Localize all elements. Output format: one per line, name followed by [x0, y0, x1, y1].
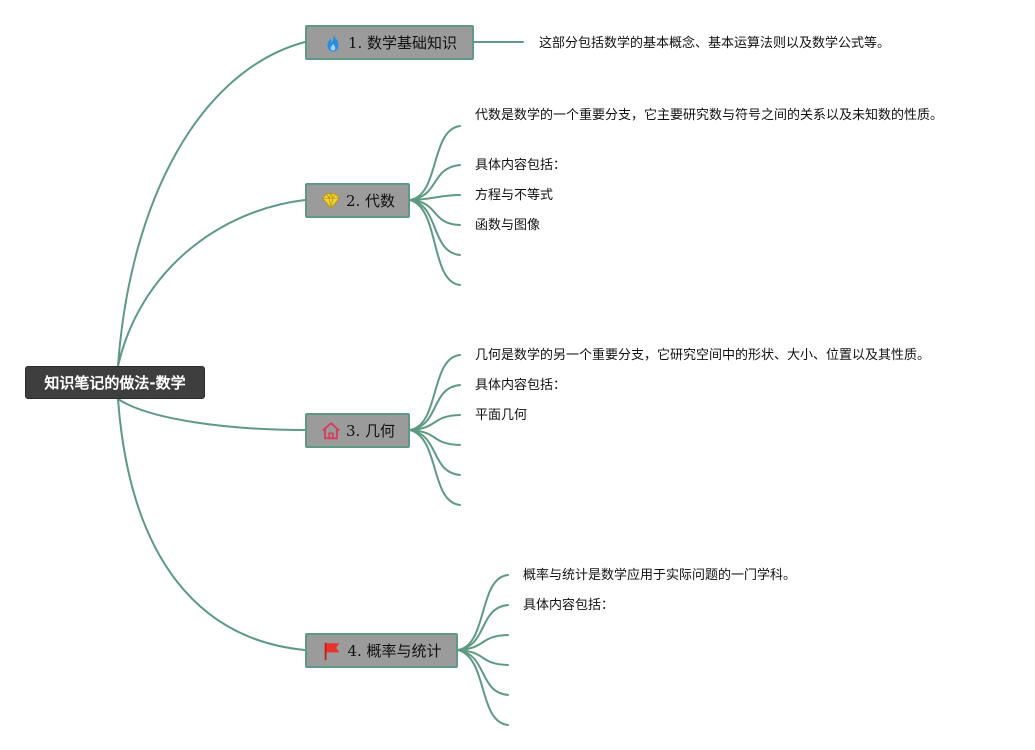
connector-root-topic-3	[117, 398, 306, 431]
note-algebra-content-intro[interactable]: 具体内容包括：	[475, 158, 567, 173]
topic-algebra[interactable]: 2. 代数	[305, 183, 410, 218]
note-algebra-equations[interactable]: 方程与不等式	[475, 188, 554, 203]
connector-topic-4-branch	[457, 649, 509, 726]
connector-topic-3-branch	[409, 414, 461, 431]
connector-topic-3-branch	[409, 429, 461, 506]
house-icon	[320, 420, 342, 442]
connector-topic-4-branch	[457, 634, 509, 651]
note-basics-description[interactable]: 这部分包括数学的基本概念、基本运算法则以及数学公式等。	[539, 36, 891, 51]
connector-root-topic-2	[117, 199, 306, 367]
diamond-icon	[320, 190, 342, 212]
note-geometry-description[interactable]: 几何是数学的另一个重要分支，它研究空间中的形状、大小、位置以及其性质。	[475, 348, 931, 363]
connector-topic-4-branch	[457, 649, 509, 666]
connector-topic-2-branch	[409, 199, 461, 256]
connector-topic-3-branch	[409, 384, 461, 431]
topic-geometry-label: 3. 几何	[345, 422, 396, 440]
root-topic[interactable]: 知识笔记的做法-数学	[25, 366, 205, 399]
note-algebra-functions[interactable]: 函数与图像	[475, 218, 541, 233]
connector-topic-4-branch	[457, 574, 509, 651]
topic-probability-statistics-label: 4. 概率与统计	[347, 642, 442, 660]
connector-topic-3-branch	[409, 429, 461, 476]
note-probability-content-intro[interactable]: 具体内容包括：	[523, 598, 615, 613]
note-algebra-description[interactable]: 代数是数学的一个重要分支，它主要研究数与符号之间的关系以及未知数的性质。	[475, 108, 944, 123]
connector-topic-4-branch	[457, 649, 509, 696]
note-probability-description[interactable]: 概率与统计是数学应用于实际问题的一门学科。	[523, 568, 797, 583]
topic-basics[interactable]: 1. 数学基础知识	[305, 25, 474, 60]
topic-basics-label: 1. 数学基础知识	[347, 34, 458, 52]
connector-topic-2-branch	[409, 125, 461, 201]
root-topic-label: 知识笔记的做法-数学	[44, 374, 186, 392]
connector-topic-4-branch	[457, 604, 509, 651]
note-geometry-plane[interactable]: 平面几何	[475, 408, 528, 423]
connector-root-topic-4	[117, 398, 306, 651]
connector-topic-2-branch	[409, 199, 461, 226]
topic-probability-statistics[interactable]: 4. 概率与统计	[305, 633, 458, 668]
topic-algebra-label: 2. 代数	[345, 192, 396, 210]
connector-topic-2-branch	[409, 199, 461, 286]
note-geometry-content-intro[interactable]: 具体内容包括：	[475, 378, 567, 393]
connector-topic-3-branch	[409, 429, 461, 446]
topic-geometry[interactable]: 3. 几何	[305, 413, 410, 448]
connector-root-topic-1	[117, 41, 306, 367]
flag-icon	[321, 640, 343, 662]
flame-icon	[322, 32, 344, 54]
connector-topic-3-branch	[409, 354, 461, 431]
connector-topic-2-branch	[409, 164, 461, 201]
